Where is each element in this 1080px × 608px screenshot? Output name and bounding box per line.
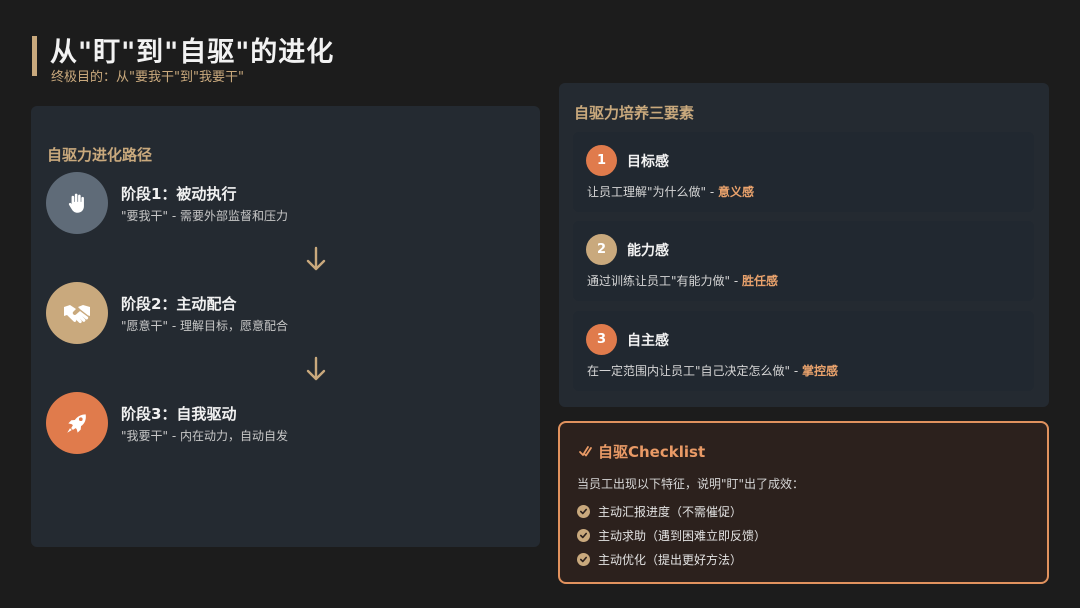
stage-3: 阶段3：自我驱动 "我要干" - 内在动力，自动自发 [46, 392, 526, 456]
checklist-item-1: 主动汇报进度（不需催促） [577, 503, 742, 520]
factor-2-number-badge: 2 [586, 234, 617, 265]
stage-1-badge [46, 172, 108, 234]
stage-3-title: 阶段3：自我驱动 [121, 405, 237, 423]
factor-1-desc-text: 让员工理解"为什么做" - [587, 185, 718, 199]
rocket-icon [67, 414, 86, 433]
factor-3-title: 自主感 [627, 333, 669, 349]
factor-card-1: 1 目标感 让员工理解"为什么做" - 意义感 [573, 132, 1034, 212]
stage-3-badge [46, 392, 108, 454]
evolution-path-panel: 自驱力进化路径 阶段1：被动执行 "要我干" - 需要外部监督和压力 阶段2：主… [31, 106, 540, 547]
checklist-heading: 自驱Checklist [578, 441, 705, 462]
factor-2-title: 能力感 [627, 243, 669, 259]
three-factors-heading: 自驱力培养三要素 [574, 104, 695, 122]
arrow-down-icon [306, 246, 326, 271]
arrow-down-icon [306, 356, 326, 381]
check-circle-icon [577, 505, 590, 518]
check-circle-icon [577, 553, 590, 566]
factor-1-desc: 让员工理解"为什么做" - 意义感 [587, 183, 754, 200]
factor-3-desc: 在一定范围内让员工"自己决定怎么做" - 掌控感 [587, 362, 838, 379]
checklist-intro: 当员工出现以下特征，说明"盯"出了成效： [577, 477, 805, 491]
self-drive-checklist: 自驱Checklist 当员工出现以下特征，说明"盯"出了成效： 主动汇报进度（… [558, 421, 1049, 584]
checklist-item-3: 主动优化（提出更好方法） [577, 551, 742, 568]
checklist-item-2: 主动求助（遇到困难立即反馈） [577, 527, 766, 544]
factor-2-desc-text: 通过训练让员工"有能力做" - [587, 274, 742, 288]
factor-2-desc: 通过训练让员工"有能力做" - 胜任感 [587, 272, 778, 289]
stage-2-title: 阶段2：主动配合 [121, 295, 237, 313]
three-factors-panel: 自驱力培养三要素 1 目标感 让员工理解"为什么做" - 意义感 2 能力感 通… [559, 83, 1049, 407]
stage-2-desc: "愿意干" - 理解目标，愿意配合 [121, 319, 288, 333]
factor-card-3: 3 自主感 在一定范围内让员工"自己决定怎么做" - 掌控感 [573, 311, 1034, 391]
checklist-item-3-label: 主动优化（提出更好方法） [598, 553, 743, 567]
stage-2: 阶段2：主动配合 "愿意干" - 理解目标，愿意配合 [46, 282, 526, 346]
check-circle-icon [577, 529, 590, 542]
factor-3-keyword: 掌控感 [802, 364, 839, 378]
stage-1-title: 阶段1：被动执行 [121, 185, 237, 203]
factor-1-number-badge: 1 [586, 145, 617, 176]
page-title: 从"盯"到"自驱"的进化 [50, 37, 335, 68]
factor-card-2: 2 能力感 通过训练让员工"有能力做" - 胜任感 [573, 221, 1034, 301]
checklist-item-1-label: 主动汇报进度（不需催促） [598, 505, 743, 519]
title-accent-bar [32, 36, 37, 76]
factor-3-desc-text: 在一定范围内让员工"自己决定怎么做" - [587, 364, 802, 378]
handshake-icon [64, 305, 90, 324]
stage-3-desc: "我要干" - 内在动力，自动自发 [121, 429, 288, 443]
evolution-path-heading: 自驱力进化路径 [47, 146, 153, 164]
checklist-item-2-label: 主动求助（遇到困难立即反馈） [598, 529, 767, 543]
factor-2-keyword: 胜任感 [742, 274, 779, 288]
hand-stop-icon [68, 193, 84, 213]
factor-1-keyword: 意义感 [718, 185, 755, 199]
page-subtitle: 终极目的：从"要我干"到"我要干" [51, 70, 244, 85]
stage-1-desc: "要我干" - 需要外部监督和压力 [121, 209, 288, 223]
factor-3-number-badge: 3 [586, 324, 617, 355]
factor-1-title: 目标感 [627, 154, 669, 170]
stage-1: 阶段1：被动执行 "要我干" - 需要外部监督和压力 [46, 172, 526, 236]
double-check-icon [579, 445, 592, 456]
checklist-title: 自驱Checklist [598, 443, 706, 461]
stage-2-badge [46, 282, 108, 344]
